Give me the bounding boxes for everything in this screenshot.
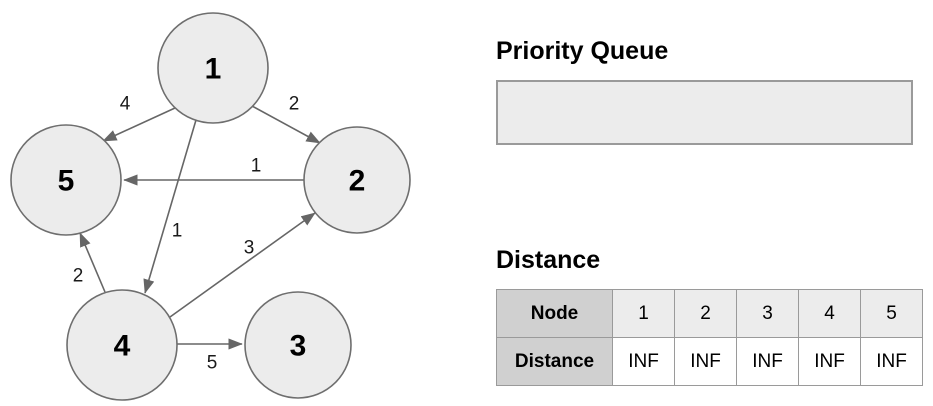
node-cell-5: 5: [860, 289, 923, 338]
edge-weights-group: 4 2 1 1 3 2 5: [73, 94, 300, 374]
graph-canvas: 1 2 3 4 5 4 2 1 1 3: [10, 12, 411, 401]
node-cell-1: 1: [612, 289, 675, 338]
node-5-circle[interactable]: [10, 124, 122, 236]
edge-weight-4-5: 2: [73, 266, 84, 287]
distance-cell-1: INF: [612, 337, 675, 386]
node-1-label: 1: [205, 53, 222, 86]
nodes-group: 1 2 3 4 5: [10, 12, 411, 401]
table-row-node: Node 1 2 3 4 5: [496, 289, 923, 338]
edge-weight-2-5: 1: [251, 156, 262, 177]
node-cell-3: 3: [736, 289, 799, 338]
node-3-label: 3: [290, 330, 307, 363]
node-cell-4: 4: [798, 289, 861, 338]
distance-table: Node 1 2 3 4 5 Distance INF INF INF INF …: [496, 289, 923, 386]
node-3[interactable]: 3: [244, 291, 352, 399]
graph-panel: 1 2 3 4 5 4 2 1 1 3: [10, 12, 411, 401]
node-1-circle[interactable]: [157, 12, 269, 124]
node-5-label: 5: [58, 165, 75, 198]
row-header-node: Node: [496, 289, 613, 338]
edge-weight-1-2: 2: [289, 94, 300, 115]
distance-cell-5: INF: [860, 337, 923, 386]
node-5[interactable]: 5: [10, 124, 122, 236]
distance-heading: Distance: [496, 246, 601, 274]
node-3-circle[interactable]: [244, 291, 352, 399]
priority-queue-heading: Priority Queue: [496, 37, 669, 65]
table-row-distance: Distance INF INF INF INF INF: [496, 337, 923, 386]
priority-queue-box[interactable]: [496, 80, 913, 145]
edge-1-to-4: [143, 119, 197, 294]
node-4[interactable]: 4: [66, 289, 178, 401]
edge-weight-4-2: 3: [244, 238, 255, 259]
edge-4-to-5: [79, 232, 106, 293]
node-2-circle[interactable]: [303, 126, 411, 234]
edge-1-to-5: [102, 107, 176, 142]
edge-1-to-2: [251, 105, 321, 144]
right-panel: Priority Queue Distance Node 1 2 3 4 5 D…: [470, 0, 933, 406]
distance-table-wrapper: Node 1 2 3 4 5 Distance INF INF INF INF …: [496, 289, 923, 386]
distance-cell-4: INF: [798, 337, 861, 386]
node-2-label: 2: [349, 165, 366, 198]
distance-cell-2: INF: [674, 337, 737, 386]
edge-weight-1-5: 4: [120, 94, 131, 115]
node-4-label: 4: [114, 330, 131, 363]
row-header-distance: Distance: [496, 337, 613, 386]
edge-4-to-2: [169, 212, 316, 318]
edges-group: [79, 105, 321, 350]
node-4-circle[interactable]: [66, 289, 178, 401]
edge-weight-4-3: 5: [207, 353, 218, 374]
distance-cell-3: INF: [736, 337, 799, 386]
edge-weight-1-4: 1: [172, 221, 183, 242]
node-cell-2: 2: [674, 289, 737, 338]
node-2[interactable]: 2: [303, 126, 411, 234]
node-1[interactable]: 1: [157, 12, 269, 124]
